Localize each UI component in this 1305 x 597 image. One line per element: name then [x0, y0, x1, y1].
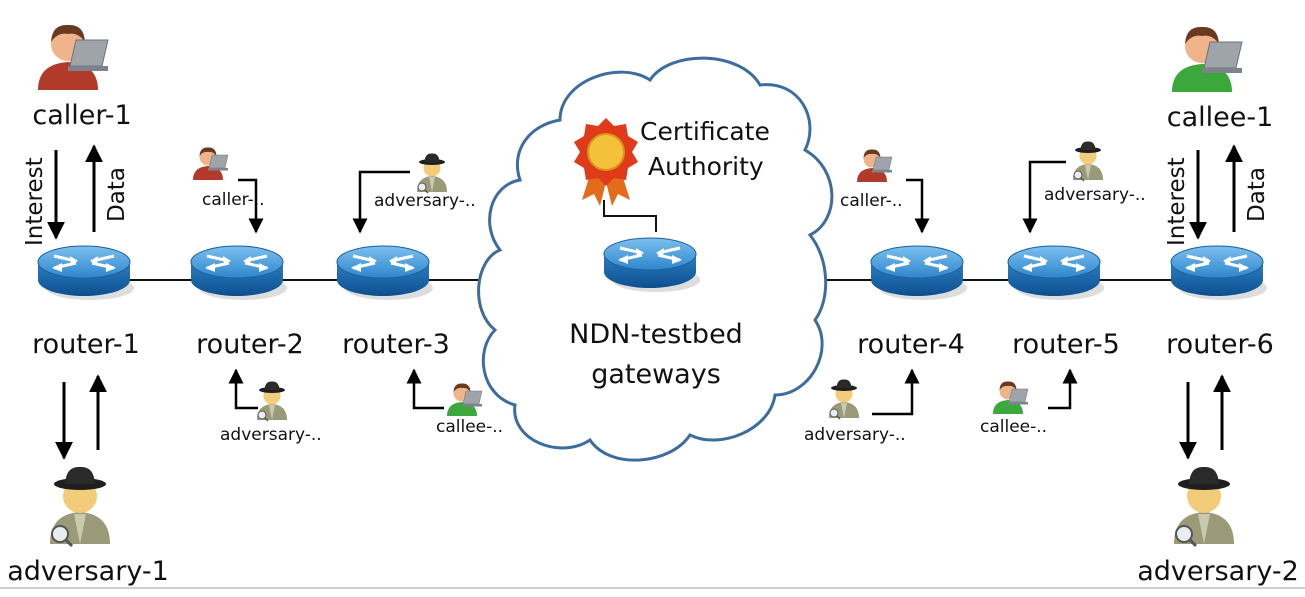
adversary-1-arrows — [55, 374, 107, 460]
router-6-icon — [1169, 244, 1269, 302]
small-adv-r2-arrow — [228, 368, 258, 410]
adversary-1-label: adversary-1 — [7, 556, 169, 587]
router-4-label: router-4 — [857, 329, 965, 360]
small-adv-r2-label: adversary-.. — [220, 425, 322, 445]
gateway-router-icon — [602, 236, 702, 294]
gateway-label-line2: gateways — [591, 359, 721, 390]
small-callee-r3-label: callee-.. — [436, 417, 503, 437]
router-3-icon — [335, 244, 435, 302]
data-label-left: Data — [104, 167, 130, 222]
router-1-icon — [36, 244, 136, 302]
adversary-2-label: adversary-2 — [1137, 556, 1299, 587]
adversary-icon — [416, 152, 448, 194]
small-adv-r3-arrow — [352, 170, 410, 234]
router-3-label: router-3 — [342, 329, 450, 360]
adversary-icon — [1172, 465, 1236, 548]
router-4-icon — [869, 244, 969, 302]
callee-icon — [446, 383, 483, 417]
callee-icon — [992, 381, 1029, 415]
adversary-icon — [1072, 140, 1104, 182]
caller-icon — [192, 147, 229, 181]
gateway-label-line1: NDN-testbed — [569, 319, 743, 350]
callee-1-arrows — [1189, 144, 1243, 240]
small-caller-r2-arrow — [238, 178, 264, 234]
caller-1-arrows — [47, 144, 103, 240]
adversary-icon — [256, 380, 288, 422]
small-caller-r4-label: caller-.. — [840, 191, 903, 211]
caller-icon — [856, 149, 893, 183]
ca-connector — [603, 200, 657, 232]
ca-label-line2: Authority — [648, 152, 764, 181]
small-adv-r4-arrow — [872, 368, 920, 416]
adversary-icon — [48, 465, 112, 548]
caller-icon — [37, 24, 109, 91]
small-caller-r2-label: caller-.. — [202, 190, 265, 210]
small-callee-r5-label: callee-.. — [980, 417, 1047, 437]
certificate-icon — [574, 118, 638, 206]
callee-1-label: callee-1 — [1167, 102, 1274, 133]
small-adv-r3-label: adversary-.. — [374, 191, 476, 211]
router-1-label: router-1 — [32, 329, 140, 360]
interest-label-left: Interest — [22, 157, 48, 246]
small-callee-r3-arrow — [406, 368, 444, 410]
small-adv-r5-label: adversary-.. — [1044, 185, 1146, 205]
data-label-right: Data — [1244, 167, 1270, 222]
router-5-label: router-5 — [1012, 329, 1120, 360]
ca-label-line1: Certificate — [640, 117, 770, 146]
router-2-icon — [189, 244, 289, 302]
small-caller-r4-arrow — [906, 178, 930, 234]
adversary-icon — [828, 378, 860, 420]
router-6-label: router-6 — [1166, 329, 1274, 360]
small-adv-r4-label: adversary-.. — [804, 425, 906, 445]
router-5-icon — [1006, 244, 1106, 302]
interest-label-right: Interest — [1164, 157, 1190, 246]
caller-1-label: caller-1 — [32, 100, 131, 131]
small-callee-r5-arrow — [1048, 368, 1078, 410]
callee-icon — [1171, 26, 1243, 93]
adversary-2-arrows — [1179, 374, 1231, 460]
small-adv-r5-arrow — [1022, 160, 1066, 234]
router-2-label: router-2 — [196, 329, 304, 360]
